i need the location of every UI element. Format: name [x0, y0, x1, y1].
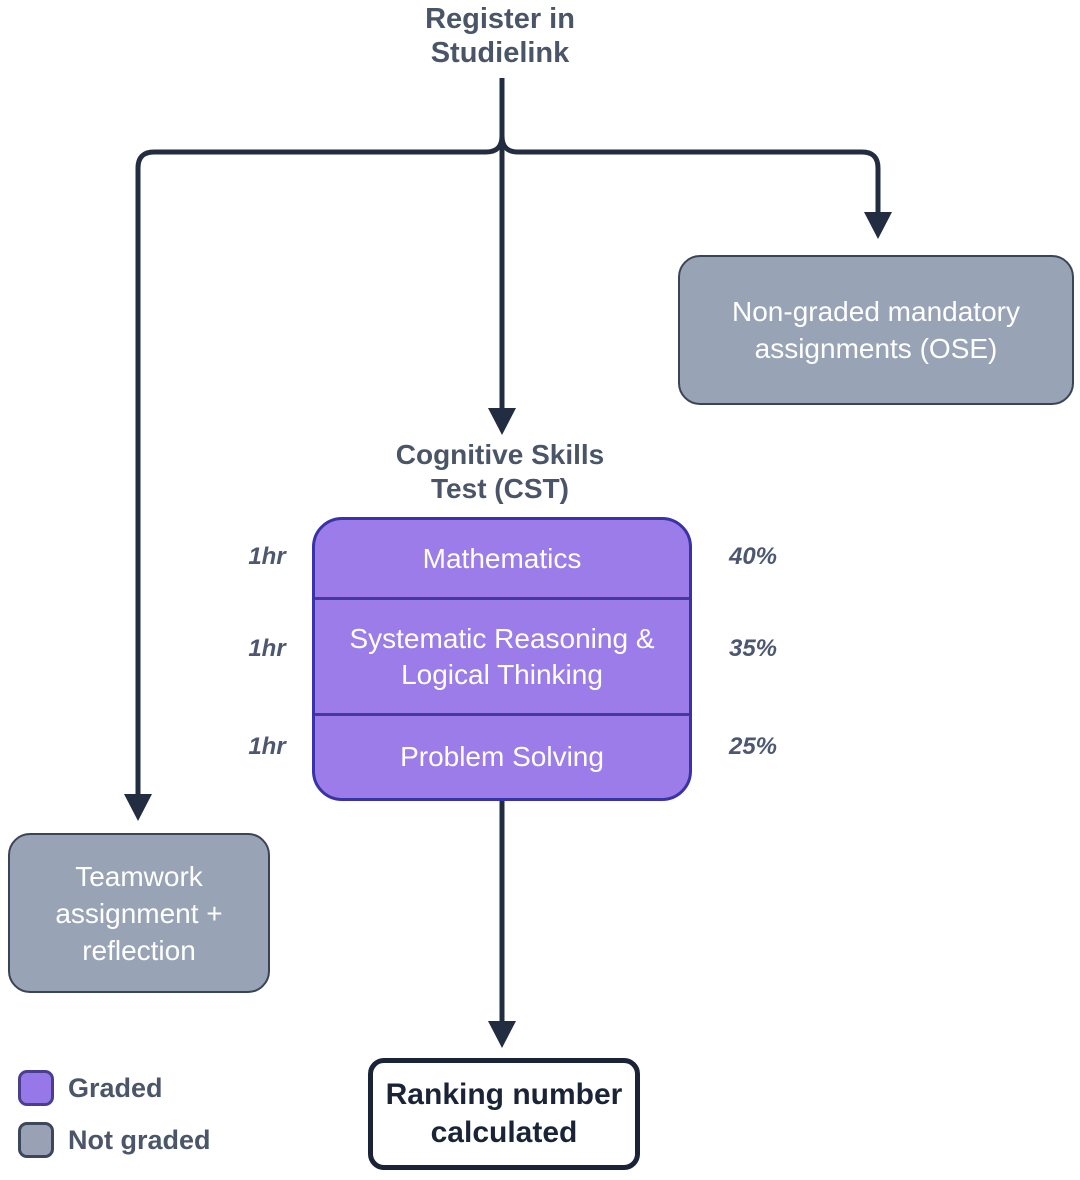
not-graded-color-swatch-icon: [18, 1122, 54, 1158]
cst-row-systematic-reasoning-label: Systematic Reasoning & Logical Thinking: [349, 622, 655, 690]
node-non-graded-assignments: Non-graded mandatory assignments (OSE): [678, 255, 1074, 405]
cst-row-systematic-reasoning: Systematic Reasoning & Logical Thinking: [315, 597, 689, 713]
duration-label-mathematics: 1hr: [248, 543, 286, 570]
cst-title: Cognitive Skills Test (CST): [395, 439, 605, 504]
arrowhead-teamwork: [124, 794, 152, 821]
node-cst-tests: Mathematics Systematic Reasoning & Logic…: [312, 517, 692, 801]
node-teamwork-assignment-label: Teamwork assignment + reflection: [55, 860, 223, 966]
legend-item-not-graded: Not graded: [18, 1120, 211, 1160]
start-node-label: Register in Studielink: [425, 3, 575, 69]
duration-label-systematic-reasoning: 1hr: [248, 635, 286, 662]
cst-row-mathematics-label: Mathematics: [422, 542, 582, 574]
graded-color-swatch-icon: [18, 1070, 54, 1106]
node-non-graded-assignments-label: Non-graded mandatory assignments (OSE): [732, 296, 1020, 364]
weight-label-mathematics: 40%: [728, 543, 778, 570]
weight-label-systematic-reasoning: 35%: [728, 635, 778, 662]
node-teamwork-assignment: Teamwork assignment + reflection: [8, 833, 270, 993]
legend-label-graded: Graded: [68, 1072, 163, 1103]
legend-label-not-graded: Not graded: [68, 1124, 211, 1155]
legend-item-graded: Graded: [18, 1068, 211, 1108]
arrowhead-ranking: [488, 1021, 516, 1048]
cst-row-problem-solving: Problem Solving: [315, 713, 689, 798]
cst-row-problem-solving-label: Problem Solving: [400, 741, 604, 772]
duration-label-problem-solving: 1hr: [248, 733, 286, 760]
line-branch-right: [499, 135, 881, 212]
node-ranking-number: Ranking number calculated: [368, 1058, 640, 1170]
weight-label-problem-solving: 25%: [728, 733, 778, 760]
arrowhead-ose: [864, 212, 892, 239]
arrowhead-cst: [488, 408, 516, 435]
legend: Graded Not graded: [18, 1068, 211, 1172]
node-ranking-number-label: Ranking number calculated: [385, 1078, 623, 1149]
cst-row-mathematics: Mathematics: [315, 520, 689, 597]
